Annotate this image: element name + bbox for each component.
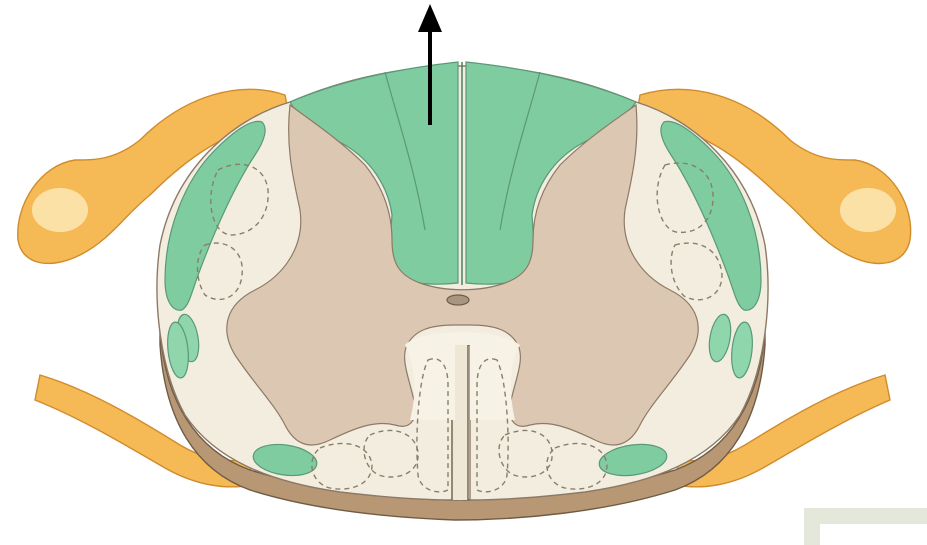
central-canal bbox=[447, 295, 469, 305]
corner-frame bbox=[812, 516, 927, 545]
